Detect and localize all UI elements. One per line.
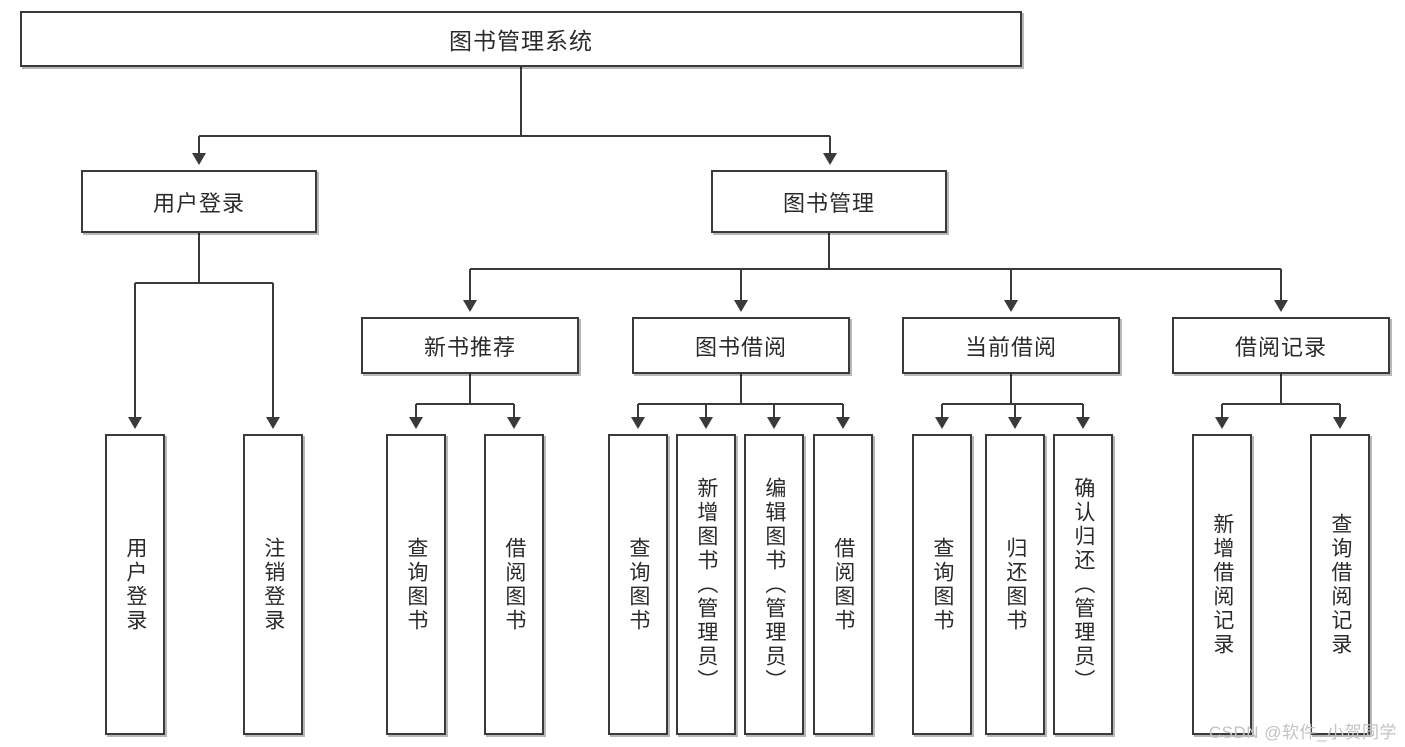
node-label: 借阅记录	[1234, 334, 1327, 360]
node-label: 新书推荐	[423, 334, 516, 360]
node-user-login[interactable]: 用户登录	[81, 170, 317, 233]
node-leaf-edit-book-admin[interactable]: 编辑图书（管理员）	[744, 434, 804, 735]
node-label: 新增图书（管理员）	[694, 476, 718, 693]
node-label: 查询图书	[404, 536, 428, 633]
node-label: 归还图书	[1003, 536, 1027, 633]
node-leaf-query-book-recommend[interactable]: 查询图书	[386, 434, 446, 735]
node-label: 借阅图书	[831, 536, 855, 633]
node-leaf-borrow-book-recommend[interactable]: 借阅图书	[484, 434, 544, 735]
node-current-borrow[interactable]: 当前借阅	[902, 317, 1120, 374]
node-book-management[interactable]: 图书管理	[711, 170, 947, 233]
node-leaf-add-borrow-record[interactable]: 新增借阅记录	[1192, 434, 1252, 735]
node-label: 查询图书	[626, 536, 650, 633]
node-label: 用户登录	[152, 190, 245, 216]
node-leaf-return-book[interactable]: 归还图书	[985, 434, 1045, 735]
node-label: 当前借阅	[964, 334, 1057, 360]
node-label: 查询图书	[930, 536, 954, 633]
node-label: 图书管理系统	[449, 28, 593, 54]
node-label: 查询借阅记录	[1328, 512, 1352, 657]
node-book-borrow[interactable]: 图书借阅	[632, 317, 850, 374]
node-borrow-record[interactable]: 借阅记录	[1172, 317, 1390, 374]
node-leaf-confirm-return-admin[interactable]: 确认归还（管理员）	[1053, 434, 1113, 735]
watermark: CSDN @软件_小贺同学	[1208, 723, 1397, 742]
node-leaf-query-book-current[interactable]: 查询图书	[912, 434, 972, 735]
node-label: 用户登录	[123, 536, 147, 633]
node-new-book-recommend[interactable]: 新书推荐	[361, 317, 579, 374]
node-leaf-query-book-borrow[interactable]: 查询图书	[608, 434, 668, 735]
node-label: 图书管理	[782, 190, 875, 216]
node-root-system[interactable]: 图书管理系统	[20, 11, 1022, 67]
node-label: 图书借阅	[694, 334, 787, 360]
node-leaf-query-borrow-record[interactable]: 查询借阅记录	[1310, 434, 1370, 735]
node-leaf-user-login[interactable]: 用户登录	[105, 434, 165, 735]
node-leaf-add-book-admin[interactable]: 新增图书（管理员）	[676, 434, 736, 735]
node-leaf-borrow-book[interactable]: 借阅图书	[813, 434, 873, 735]
node-leaf-logout-login[interactable]: 注销登录	[243, 434, 303, 735]
node-label: 注销登录	[261, 536, 285, 633]
node-label: 借阅图书	[502, 536, 526, 633]
node-label: 确认归还（管理员）	[1071, 476, 1095, 693]
node-label: 新增借阅记录	[1210, 512, 1234, 657]
node-label: 编辑图书（管理员）	[762, 476, 786, 693]
